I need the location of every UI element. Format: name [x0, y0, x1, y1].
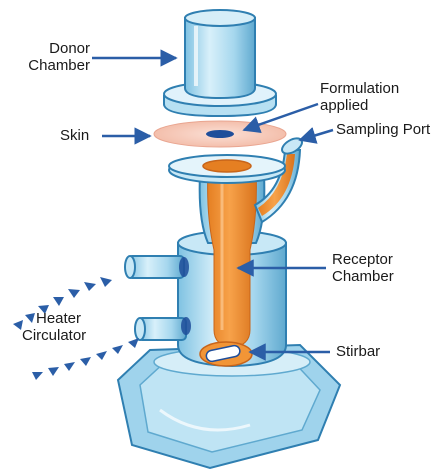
heater-arrows-lower [32, 338, 139, 380]
label-donor-chamber: Donor Chamber [26, 40, 90, 74]
label-sampling-port-text: Sampling Port [336, 121, 430, 138]
label-heater-line2: Circulator [22, 327, 86, 344]
label-donor-chamber-line2: Chamber [26, 57, 90, 74]
jacket-port-lower [135, 317, 191, 340]
label-sampling-port: Sampling Port [336, 121, 430, 138]
label-receptor-line2: Chamber [332, 268, 394, 285]
label-formulation-applied: Formulation applied [320, 80, 399, 114]
label-donor-chamber-line1: Donor [26, 40, 90, 57]
stir-bar [200, 342, 252, 366]
label-formulation-line1: Formulation [320, 80, 399, 97]
sampling-port-leader [300, 130, 333, 140]
label-heater-line1: Heater [22, 310, 86, 327]
skin-membrane [154, 121, 286, 147]
label-skin-text: Skin [60, 127, 89, 144]
label-formulation-line2: applied [320, 97, 399, 114]
label-receptor-chamber: Receptor Chamber [332, 251, 394, 285]
label-stirbar-text: Stirbar [336, 343, 380, 360]
label-receptor-line1: Receptor [332, 251, 394, 268]
label-stirbar: Stirbar [336, 343, 380, 360]
label-skin: Skin [60, 127, 89, 144]
label-heater-circulator: Heater Circulator [22, 310, 86, 344]
donor-chamber [164, 10, 276, 116]
formulation-spot [206, 130, 234, 138]
jacket-port-upper [125, 256, 189, 278]
receptor-flange [169, 155, 285, 183]
